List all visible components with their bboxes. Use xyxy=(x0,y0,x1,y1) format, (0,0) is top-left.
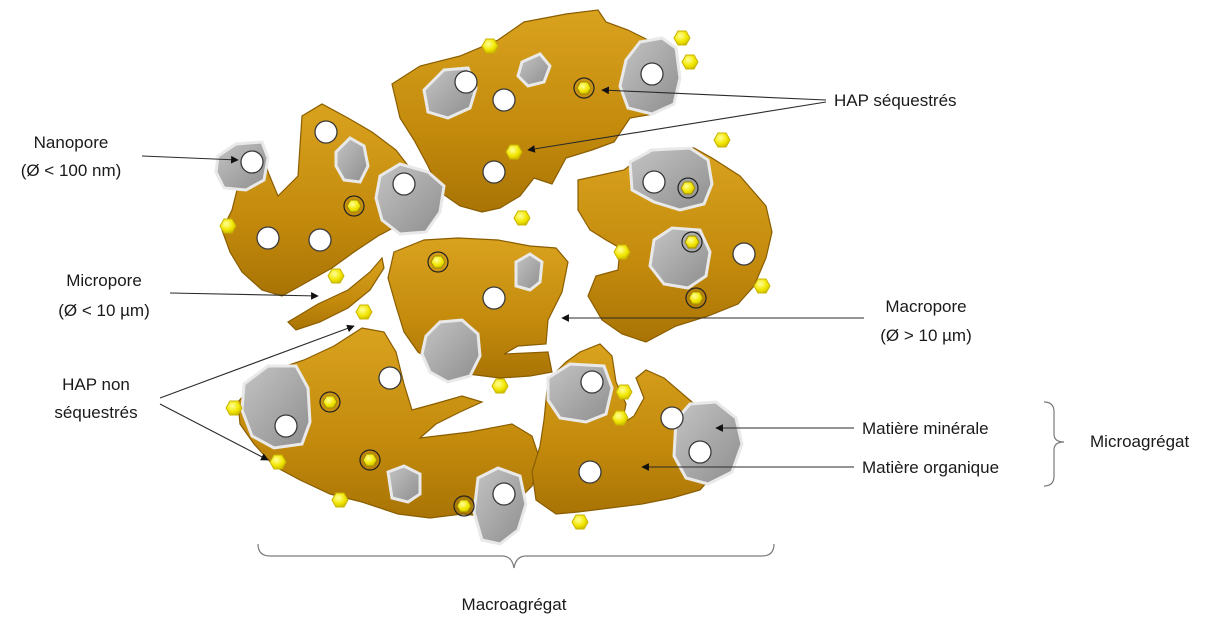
pah-hexagon-icon xyxy=(226,401,242,415)
arrow-micropore xyxy=(170,293,318,296)
pah-hexagon-icon xyxy=(682,55,698,69)
pore-circle xyxy=(275,415,297,437)
pah-hexagon-icon xyxy=(356,305,372,319)
label-nanopore-size: (Ø < 100 nm) xyxy=(21,161,122,180)
mineral-bottom-right-a xyxy=(548,364,612,422)
pore-circle xyxy=(641,63,663,85)
pah-hexagon-icon xyxy=(328,269,344,283)
mineral-bottom-center xyxy=(474,468,526,544)
pore-circle xyxy=(315,121,337,143)
mineral-center-small xyxy=(516,254,542,290)
pore-circle xyxy=(379,367,401,389)
label-hap-sequestres: HAP séquestrés xyxy=(834,91,957,110)
pah-hexagon-icon xyxy=(754,279,770,293)
pore-circle xyxy=(257,227,279,249)
pah-hexagon-icon xyxy=(572,515,588,529)
pah-hexagon-icon xyxy=(614,245,630,259)
label-nanopore: Nanopore xyxy=(34,133,109,152)
pah-hexagon-icon xyxy=(674,31,690,45)
pore-circle xyxy=(643,171,665,193)
brace-microagregat xyxy=(1044,402,1064,486)
label-macropore: Macropore xyxy=(885,297,966,316)
label-hap-non: HAP non xyxy=(62,375,130,394)
label-micropore-size: (Ø < 10 µm) xyxy=(58,301,150,320)
pore-circle xyxy=(483,161,505,183)
label-micropore: Micropore xyxy=(66,271,142,290)
label-matiere-minerale: Matière minérale xyxy=(862,419,989,438)
mineral-center-large xyxy=(422,320,480,382)
pah-hexagon-icon xyxy=(514,211,530,225)
pah-hexagon-icon xyxy=(714,133,730,147)
mineral-bottom-left-small xyxy=(388,466,420,502)
pah-hexagon-icon xyxy=(616,385,632,399)
pore-circle xyxy=(393,173,415,195)
pah-hexagon-icon xyxy=(332,493,348,507)
pore-circle xyxy=(309,229,331,251)
label-matiere-organique: Matière organique xyxy=(862,458,999,477)
pore-circle xyxy=(579,461,601,483)
label-macroagregat: Macroagrégat xyxy=(462,595,567,614)
pah-hexagon-icon xyxy=(492,379,508,393)
pore-circle xyxy=(241,151,263,173)
label-hap-non-sequestres: séquestrés xyxy=(54,403,137,422)
pah-hexagon-icon xyxy=(612,411,628,425)
brace-macroagregat xyxy=(258,544,774,568)
pore-circle xyxy=(689,441,711,463)
pore-circle xyxy=(581,371,603,393)
pore-circle xyxy=(493,483,515,505)
pore-circle xyxy=(483,287,505,309)
pah-hexagon-icon xyxy=(482,39,498,53)
mineral-bottom-right-b xyxy=(674,402,742,484)
pore-circle xyxy=(493,89,515,111)
label-macropore-size: (Ø > 10 µm) xyxy=(880,326,972,345)
pah-hexagon-icon xyxy=(220,219,236,233)
pore-circle xyxy=(661,407,683,429)
label-microagregat: Microagrégat xyxy=(1090,432,1189,451)
pore-circle xyxy=(733,243,755,265)
pah-hexagon-icon xyxy=(270,455,286,469)
pah-hexagon-icon xyxy=(506,145,522,159)
pore-circle xyxy=(455,71,477,93)
mineral-bottom-left-large xyxy=(242,366,310,448)
